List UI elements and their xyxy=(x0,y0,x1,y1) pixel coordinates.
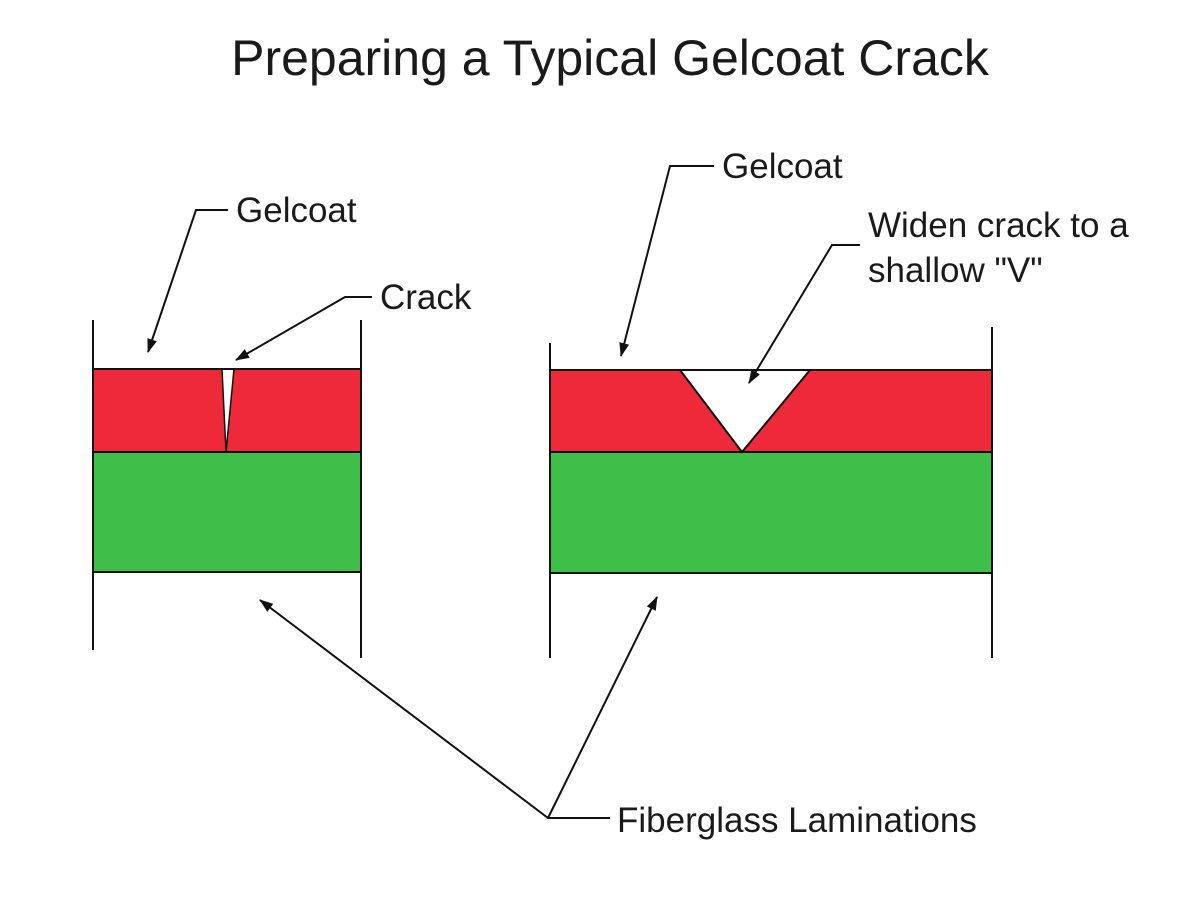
left-fiberglass-layer xyxy=(93,452,361,572)
diagram-title: Preparing a Typical Gelcoat Crack xyxy=(231,30,990,86)
fiberglass-laminations-label: Fiberglass Laminations xyxy=(617,801,977,840)
left-cross-section xyxy=(92,320,362,658)
crack-label: Crack xyxy=(380,278,472,317)
widen-crack-label-line1: Widen crack to a xyxy=(868,206,1129,245)
widen-crack-label-line2: shallow "V" xyxy=(868,251,1043,290)
right-gelcoat-label: Gelcoat xyxy=(722,147,843,186)
left-gelcoat-label: Gelcoat xyxy=(236,191,357,230)
right-cross-section xyxy=(549,327,993,658)
widen-crack-leader-arrow xyxy=(748,244,860,384)
left-gelcoat-leader-arrow xyxy=(147,209,228,353)
fiberglass-leader-arrow-left xyxy=(259,599,610,819)
right-gelcoat-leader-arrow xyxy=(619,165,714,357)
right-fiberglass-layer xyxy=(550,452,992,573)
crack-leader-arrow xyxy=(235,296,372,361)
fiberglass-leader-arrow-right xyxy=(547,596,658,819)
